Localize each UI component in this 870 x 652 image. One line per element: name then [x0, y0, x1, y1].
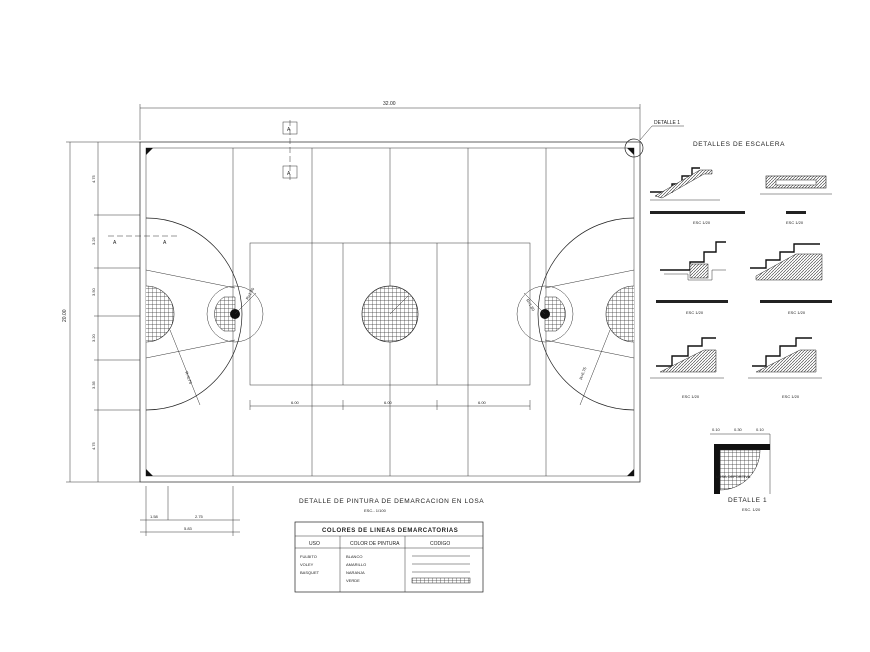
table-cell: VERDE: [346, 578, 360, 583]
detail-1-scale: ESC. 1/20: [742, 507, 761, 512]
detail-fill: [719, 449, 761, 491]
bottom-dim: 5.83: [184, 526, 193, 531]
stair-scale: ESC 1/20: [682, 394, 700, 399]
corner-mark: [146, 469, 153, 476]
section-mark-left: A A: [108, 235, 178, 246]
three-point-arc-right: [537, 217, 635, 411]
side-dim: 3.20: [91, 333, 96, 342]
detail-callout-label: DETALLE 1: [654, 120, 680, 126]
detail-1-title: DETALLE 1: [728, 497, 767, 504]
arc-dim-label: R=6.75: [184, 371, 193, 386]
key-line: [145, 269, 236, 289]
drawing-scale: ESC.- 1/100: [364, 508, 387, 513]
stair-detail: ESC 1/20: [748, 337, 822, 399]
table-header: CODIGO: [430, 541, 450, 547]
free-throw-circle-right: [516, 285, 574, 343]
detail-callout-circle: [624, 138, 644, 158]
code-swatch: [411, 577, 471, 584]
section-letter: A: [287, 127, 291, 133]
court-plan: R=6.75 R=1.80 R=1.80 R=6.75: [139, 141, 641, 483]
side-dim: 3.35: [91, 380, 96, 389]
key-line: [145, 339, 236, 359]
stair-scale: ESC 1/20: [693, 220, 711, 225]
restricted-area-right: [605, 285, 635, 343]
table-cell: BASQUET: [300, 570, 320, 575]
stair-detail: ESC 1/20: [650, 337, 724, 399]
restricted-area-left: [145, 285, 175, 343]
table-cell: AMARILLO: [346, 562, 366, 567]
table-cell: NARANJA: [346, 570, 365, 575]
stair-detail: ESC 1/20: [760, 175, 832, 225]
section-mark-top: A A: [282, 120, 298, 180]
detail-dim: 0.10: [712, 427, 721, 432]
side-dim: 4.75: [91, 441, 96, 450]
arc-dim-label: R=1.80: [525, 298, 536, 312]
stair-scale: ESC 1/20: [786, 220, 804, 225]
detail-dim: 0.10: [756, 427, 765, 432]
side-dim: 3.50: [91, 287, 96, 296]
section-letter: A: [113, 240, 117, 246]
section-letter: A: [287, 171, 291, 177]
key-line: [544, 339, 635, 359]
dimension-center: 6.00 6.00 6.00: [249, 400, 531, 410]
bottom-dim: 1.58: [150, 514, 159, 519]
stair-scale: ESC 1/20: [782, 394, 800, 399]
dimension-left: 20.00 4.75 3.25 3.50 3.20 3.35 4.75: [62, 141, 140, 483]
arc-dim-label: R=6.75: [578, 366, 587, 381]
detail-dim: 0.30: [734, 427, 743, 432]
stair-detail: ESC 1/20: [750, 243, 832, 315]
key-line: [544, 269, 635, 289]
section-letter: A: [163, 240, 167, 246]
table-header: USO: [309, 541, 320, 547]
detail-1: 0.10 0.30 0.10 LOSA DEPORTIVA DETALLE 1 …: [710, 427, 771, 512]
detail-border: [714, 444, 770, 494]
width-dim: 20.00: [62, 309, 68, 322]
stairs-title: DETALLES DE ESCALERA: [693, 141, 785, 148]
center-dim: 6.00: [384, 400, 393, 405]
table-title: COLORES DE LINEAS DEMARCATORIAS: [322, 528, 458, 534]
three-point-arc-left: [145, 217, 243, 411]
corner-mark: [627, 148, 634, 155]
table-cell: FULBITO: [300, 554, 317, 559]
dimension-top: 32.00: [139, 101, 641, 140]
stair-detail: ESC 1/20: [656, 241, 728, 315]
corner-mark: [627, 469, 634, 476]
center-dim: 6.00: [291, 400, 300, 405]
table-cell: BLANCO: [346, 554, 362, 559]
table-cell: VOLEY: [300, 562, 314, 567]
court-outer-boundary: [139, 141, 641, 483]
free-throw-circle-left: [206, 285, 264, 343]
drawing-title: DETALLE DE PINTURA DE DEMARCACION EN LOS…: [299, 498, 484, 505]
arc-dim-label: R=1.80: [245, 286, 256, 300]
radius-line: [389, 295, 409, 315]
dimension-bottom: 1.58 2.75 5.83: [140, 486, 240, 536]
side-dim: 4.75: [91, 174, 96, 183]
bottom-dim: 2.75: [195, 514, 204, 519]
detail-note: LOSA DEPORTIVA: [716, 474, 751, 479]
table-header: COLOR DE PINTURA: [350, 541, 400, 547]
side-dim: 3.25: [91, 236, 96, 245]
length-dim: 32.00: [383, 101, 396, 107]
center-dim: 6.00: [478, 400, 487, 405]
color-table: COLORES DE LINEAS DEMARCATORIAS USO COLO…: [294, 521, 484, 593]
stair-scale: ESC 1/20: [788, 310, 806, 315]
corner-mark: [146, 148, 153, 155]
stair-detail: ESC 1/20: [650, 167, 745, 225]
stair-scale: ESC 1/20: [686, 310, 704, 315]
volleyball-court: [249, 242, 531, 386]
